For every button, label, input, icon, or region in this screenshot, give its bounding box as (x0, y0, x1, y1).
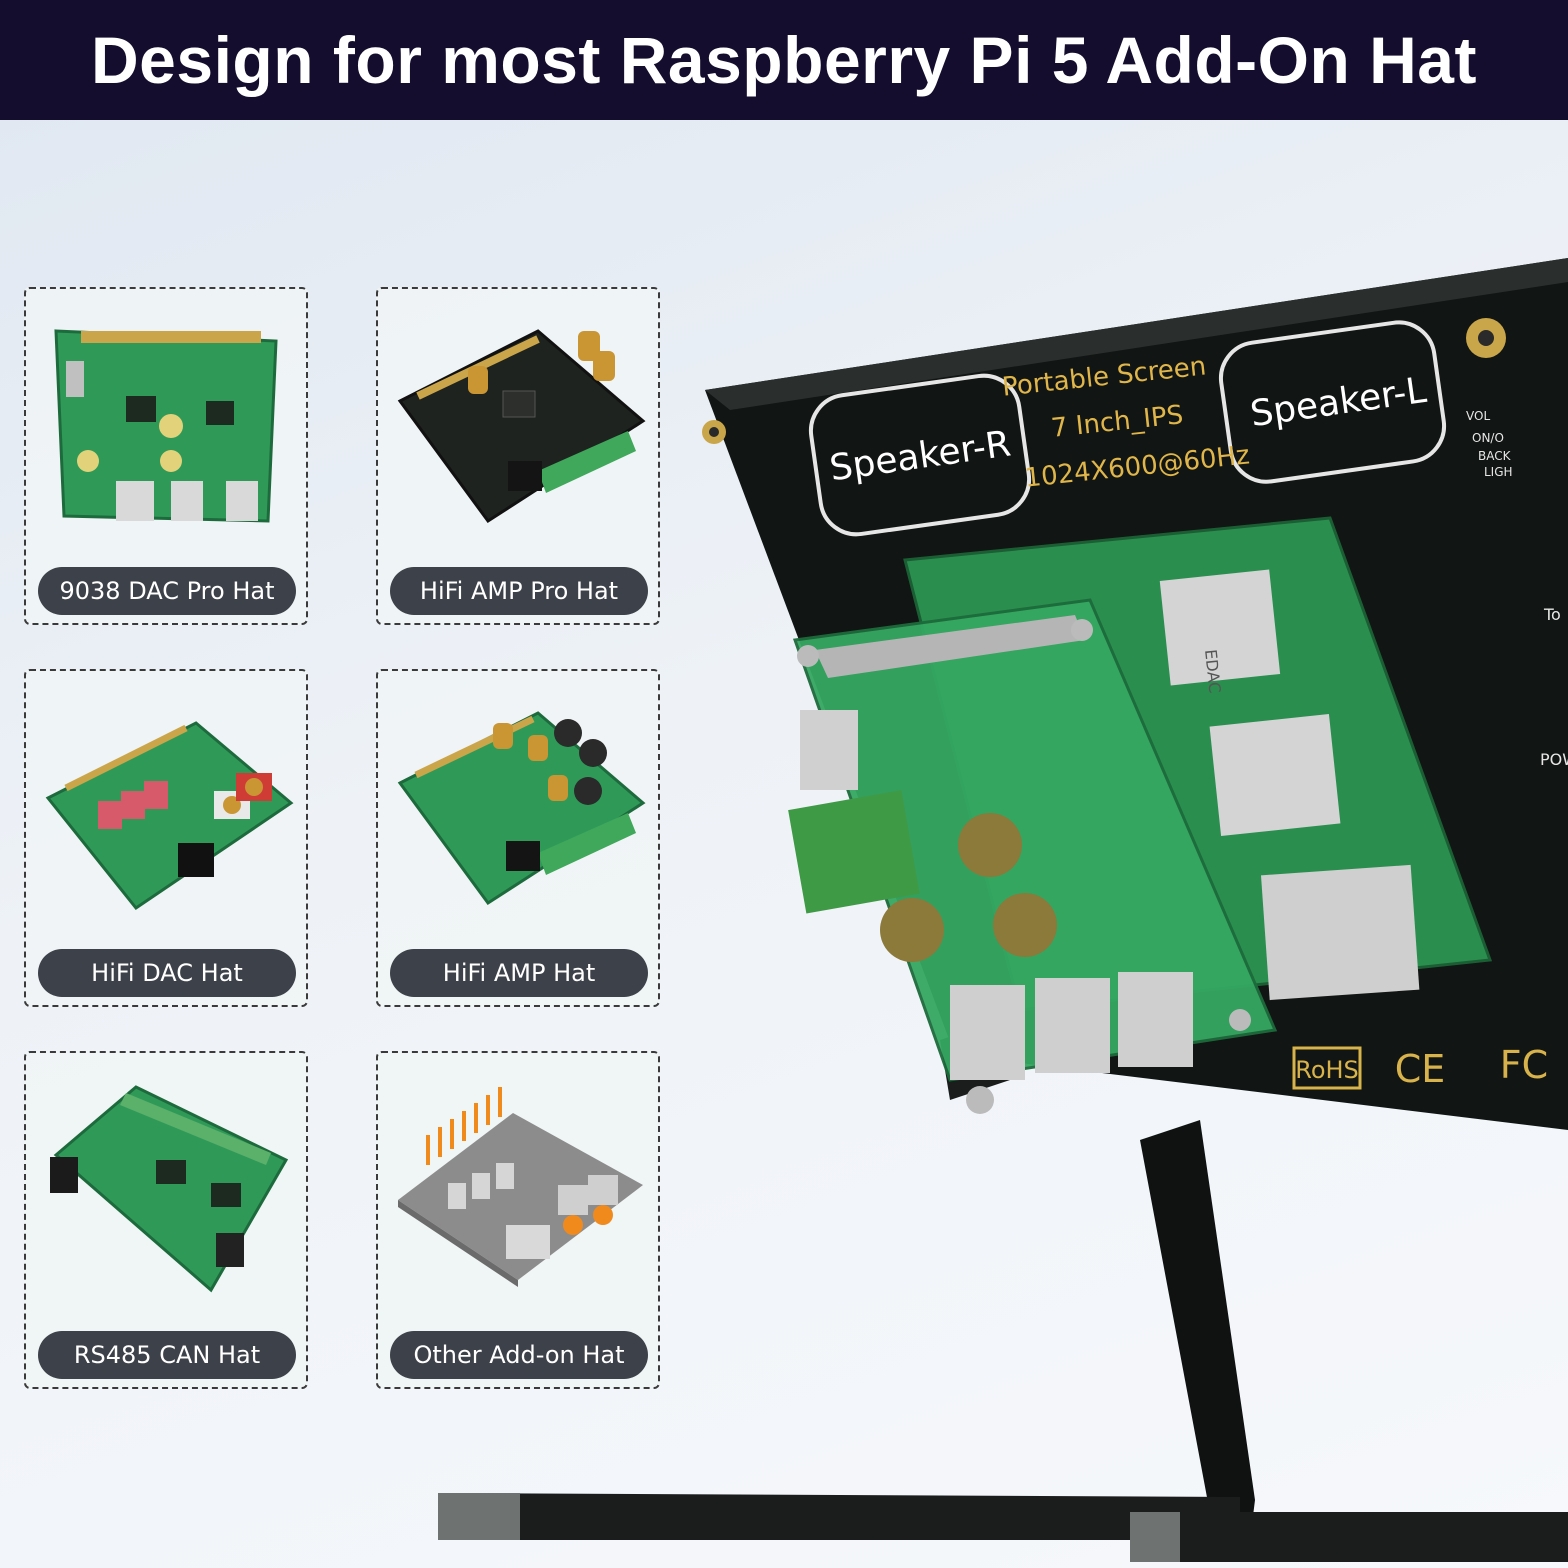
side-label-light: LIGH (1484, 465, 1513, 479)
terminal-block (788, 790, 920, 914)
generic-board-icon (398, 1087, 643, 1287)
side-label-to: To (1543, 605, 1561, 624)
hat-label: HiFi AMP Hat (390, 949, 648, 997)
hat-card-hifi-amp[interactable]: HiFi AMP Hat (376, 669, 660, 1007)
amp-pro-board-icon (397, 329, 646, 524)
hat-label: HiFi AMP Pro Hat (390, 567, 648, 615)
hat-label: 9038 DAC Pro Hat (38, 567, 296, 615)
ce-mark: CE (1395, 1047, 1446, 1091)
hat-card-hifi-dac[interactable]: HiFi DAC Hat (24, 669, 308, 1007)
speaker-left-outline (1218, 320, 1447, 484)
side-label-onoff: ON/O (1472, 431, 1504, 445)
fc-mark: FC (1500, 1043, 1548, 1087)
hat-card-rs485-can[interactable]: RS485 CAN Hat (24, 1051, 308, 1389)
side-label-pow: POW (1540, 750, 1568, 769)
ethernet-port (1260, 864, 1420, 1001)
rca-jack-3 (1118, 972, 1193, 1067)
usb-port-bottom (1209, 714, 1341, 836)
screen-device-illustration: Speaker-R Speaker-L Portable Screen 7 In… (438, 258, 1568, 1562)
rca-jack-2 (1035, 978, 1110, 1073)
hat-label: RS485 CAN Hat (38, 1331, 296, 1379)
stand-arm (1140, 1120, 1255, 1540)
side-label-vol: VOL (1466, 409, 1490, 423)
rohs-mark-outline (1292, 1046, 1362, 1090)
rohs-mark: RoHS (1295, 1056, 1359, 1084)
port-label: EDAC (1201, 648, 1224, 694)
rca-jack-1 (950, 985, 1025, 1080)
dac-board-icon (45, 721, 294, 911)
usb-port-top (1159, 569, 1281, 686)
hat-label: Other Add-on Hat (390, 1331, 648, 1379)
side-label-back: BACK (1478, 449, 1512, 463)
speaker-right-outline (808, 373, 1032, 537)
hat-card-9038-dac-pro[interactable]: 9038 DAC Pro Hat (24, 287, 308, 625)
hat-label: HiFi DAC Hat (38, 949, 296, 997)
title-banner: Design for most Raspberry Pi 5 Add-On Ha… (0, 0, 1568, 120)
page-title: Design for most Raspberry Pi 5 Add-On Ha… (91, 23, 1477, 97)
usb-c-port (800, 710, 858, 790)
rs485-can-board-icon (50, 1085, 289, 1293)
stand-base (438, 1493, 1240, 1540)
hat-card-hifi-amp-pro[interactable]: HiFi AMP Pro Hat (376, 287, 660, 625)
amp-board-icon (397, 711, 646, 906)
dac-pro-board-icon (54, 329, 278, 523)
hat-card-other[interactable]: Other Add-on Hat (376, 1051, 660, 1389)
